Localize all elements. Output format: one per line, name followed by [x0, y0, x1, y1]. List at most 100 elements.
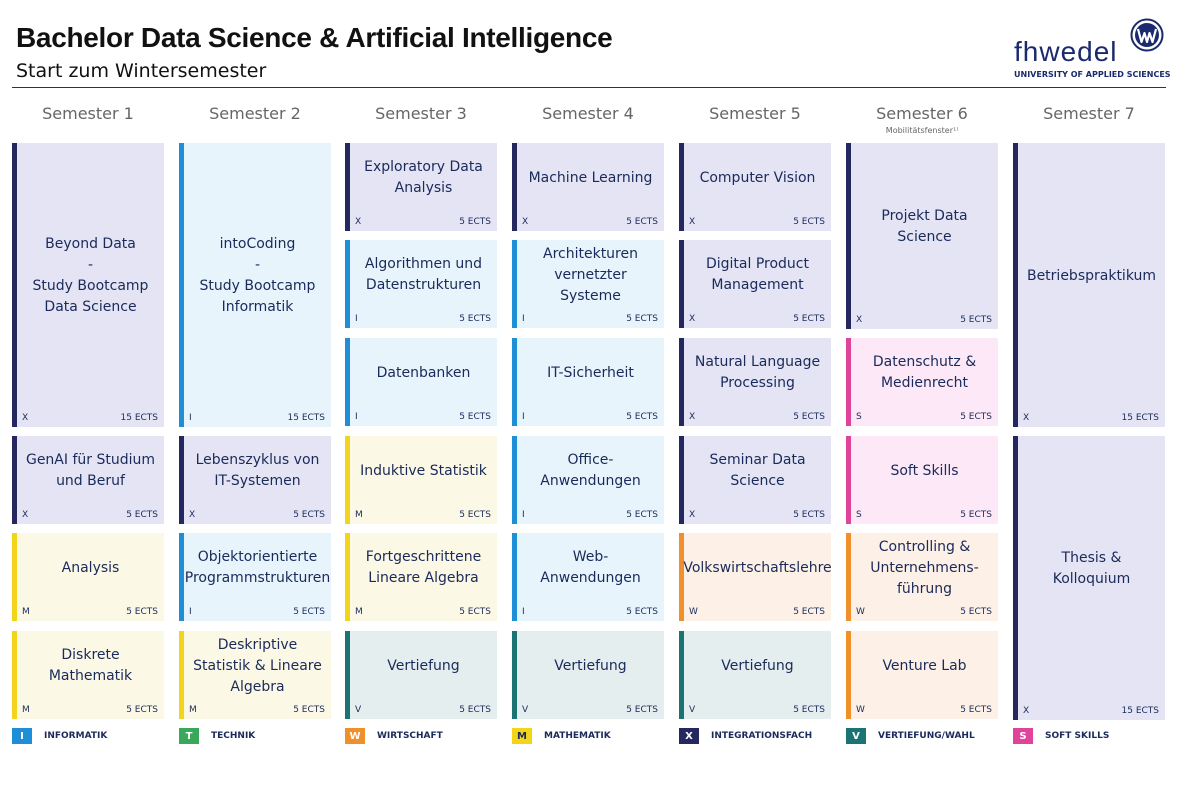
module-category-bar	[345, 338, 350, 426]
module-category-bar	[345, 240, 350, 328]
module-card: Beyond Data - Study Bootcamp Data Scienc…	[12, 143, 164, 427]
module-name: Seminar Data Science	[709, 452, 806, 489]
module-ects: 5 ECTS	[793, 217, 825, 227]
module-category-bar	[179, 631, 184, 719]
module-category-code: M	[189, 705, 197, 715]
module-ects: 5 ECTS	[293, 510, 325, 520]
semester-header-2: Semester 2	[209, 104, 301, 123]
semester-note: Mobilitätsfenster¹⁾	[885, 126, 959, 135]
module-category-code: X	[689, 314, 696, 324]
module-name: IT-Sicherheit	[547, 364, 634, 381]
module-name: Algorithmen und Datenstrukturen	[364, 256, 483, 293]
module-category-code: I	[522, 412, 525, 422]
semester-header-1: Semester 1	[42, 104, 134, 123]
module-category-bar	[846, 436, 851, 524]
module-name: Volkswirtschaftslehre	[683, 559, 832, 576]
module-ects: 5 ECTS	[459, 217, 491, 227]
module-category-bar	[512, 240, 517, 328]
module-category-code: V	[355, 705, 362, 715]
legend-label: VERTIEFUNG/WAHL	[878, 731, 975, 741]
module-ects: 5 ECTS	[793, 510, 825, 520]
module-ects: 15 ECTS	[120, 413, 159, 423]
legend-swatch: T	[179, 728, 199, 744]
module-name: Digital Product Management	[705, 256, 809, 293]
module-category-code: X	[1023, 706, 1030, 716]
legend-label: INFORMATIK	[44, 731, 108, 741]
logo-seal-icon	[1130, 18, 1164, 52]
module-category-bar	[679, 631, 684, 719]
module-category-bar	[846, 533, 851, 621]
legend-swatch: X	[679, 728, 699, 744]
module-ects: 5 ECTS	[626, 314, 658, 324]
module-category-code: M	[22, 705, 30, 715]
legend-label: INTEGRATIONSFACH	[711, 731, 813, 741]
module-category-bar	[179, 143, 184, 427]
module-ects: 15 ECTS	[1121, 706, 1160, 716]
module-category-bar	[679, 338, 684, 426]
module-category-bar	[679, 240, 684, 328]
semester-header-5: Semester 5	[709, 104, 801, 123]
logo-wordmark: fhwedel	[1014, 36, 1118, 67]
module-name: Vertiefung	[554, 657, 627, 674]
module-category-code: M	[355, 510, 363, 520]
module-ects: 5 ECTS	[293, 607, 325, 617]
module-name: Objektorientierte Programmstrukturen	[184, 549, 331, 586]
module-ects: 5 ECTS	[626, 217, 658, 227]
module-name: Projekt Data Science	[881, 208, 968, 245]
header-rule	[12, 87, 1166, 88]
page-title: Bachelor Data Science & Artificial Intel…	[16, 22, 613, 53]
module-name: Natural Language Processing	[694, 354, 821, 391]
legend-label: MATHEMATIK	[544, 731, 611, 741]
module-category-code: V	[522, 705, 529, 715]
module-category-bar	[512, 533, 517, 621]
module-name: Vertiefung	[387, 657, 460, 674]
module-category-bar	[12, 143, 17, 427]
module-category-code: I	[355, 314, 358, 324]
module-ects: 5 ECTS	[459, 705, 491, 715]
module-category-bar	[345, 436, 350, 524]
module-name: Architekturen vernetzter Systeme	[543, 245, 638, 304]
module-category-bar	[179, 533, 184, 621]
module-name: Induktive Statistik	[360, 462, 487, 479]
module-ects: 5 ECTS	[626, 705, 658, 715]
module-category-code: S	[856, 412, 862, 422]
module-ects: 5 ECTS	[459, 510, 491, 520]
module-category-code: W	[856, 705, 865, 715]
module-category-bar	[345, 533, 350, 621]
module-category-code: X	[355, 217, 362, 227]
module-category-code: I	[355, 412, 358, 422]
module-name: Diskrete Mathematik	[48, 647, 133, 684]
module-category-code: S	[856, 510, 862, 520]
module-ects: 5 ECTS	[293, 705, 325, 715]
module-ects: 5 ECTS	[793, 412, 825, 422]
module-category-code: X	[856, 315, 863, 325]
module-category-code: W	[689, 607, 698, 617]
legend-swatch: I	[12, 728, 32, 744]
module-category-bar	[12, 533, 17, 621]
module-category-bar	[679, 533, 684, 621]
